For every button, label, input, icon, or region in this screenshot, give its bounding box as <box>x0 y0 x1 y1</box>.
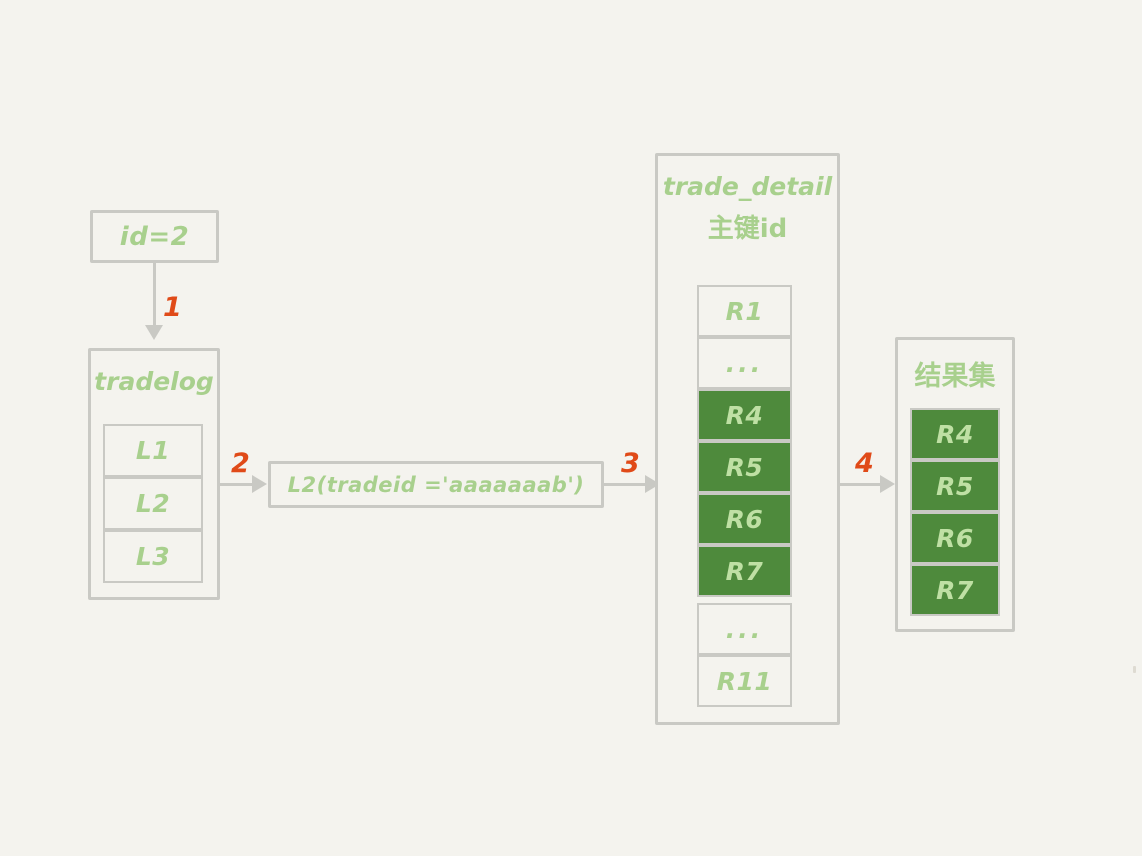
step-label-3: 3 <box>621 448 640 479</box>
connector-2 <box>220 483 256 486</box>
trade-detail-row: R7 <box>697 545 792 597</box>
tradelog-row-label: L2 <box>135 489 171 518</box>
trade-detail-row: R5 <box>697 441 792 493</box>
step-label-1: 1 <box>163 292 182 323</box>
tradelog-row-label: L3 <box>135 542 171 571</box>
result-set-row-label: R5 <box>936 471 974 501</box>
result-set-row: R5 <box>910 460 1000 512</box>
trade-detail-row-label: R4 <box>725 400 764 430</box>
artifact-speck <box>1133 666 1136 673</box>
tradelog-row: L3 <box>103 530 203 583</box>
result-set-row: R4 <box>910 408 1000 460</box>
condition-label: L2(tradeid ='aaaaaaab') <box>287 472 585 497</box>
trade-detail-row: R1 <box>697 285 792 337</box>
result-set-row-label: R4 <box>936 419 974 449</box>
trade-detail-row-label: R5 <box>725 452 764 482</box>
step-label-4: 4 <box>855 448 874 479</box>
connector-1-arrowhead <box>145 325 163 340</box>
trade-detail-row-label: ... <box>725 348 764 378</box>
result-set-title: 结果集 <box>914 361 996 392</box>
trade-detail-row-label: ... <box>725 614 764 644</box>
trade-detail-row-label: R6 <box>725 504 764 534</box>
id-box: id=2 <box>90 210 219 263</box>
trade-detail-row: R6 <box>697 493 792 545</box>
tradelog-row: L2 <box>103 477 203 530</box>
trade-detail-row-label: R11 <box>716 666 773 696</box>
tradelog-row: L1 <box>103 424 203 477</box>
trade-detail-title-line1: trade_detail <box>662 172 833 201</box>
id-box-label: id=2 <box>119 221 190 252</box>
connector-4 <box>840 483 890 486</box>
trade-detail-row: R4 <box>697 389 792 441</box>
trade-detail-row: R11 <box>697 655 792 707</box>
step-label-2: 2 <box>231 448 250 479</box>
trade-detail-row-label: R1 <box>725 296 764 326</box>
result-set-row-label: R6 <box>936 523 974 553</box>
result-set-row: R6 <box>910 512 1000 564</box>
condition-box: L2(tradeid ='aaaaaaab') <box>268 461 604 508</box>
connector-3 <box>604 483 656 486</box>
trade-detail-title-line2: 主键id <box>707 214 788 244</box>
tradelog-row-label: L1 <box>135 436 171 465</box>
trade-detail-row-label: R7 <box>725 556 764 586</box>
trade-detail-row: ... <box>697 603 792 655</box>
result-set-row-label: R7 <box>936 575 974 605</box>
connector-4-arrowhead <box>880 475 895 493</box>
connector-1 <box>153 263 156 325</box>
result-set-row: R7 <box>910 564 1000 616</box>
tradelog-title: tradelog <box>94 367 214 396</box>
trade-detail-row: ... <box>697 337 792 389</box>
connector-2-arrowhead <box>252 475 267 493</box>
